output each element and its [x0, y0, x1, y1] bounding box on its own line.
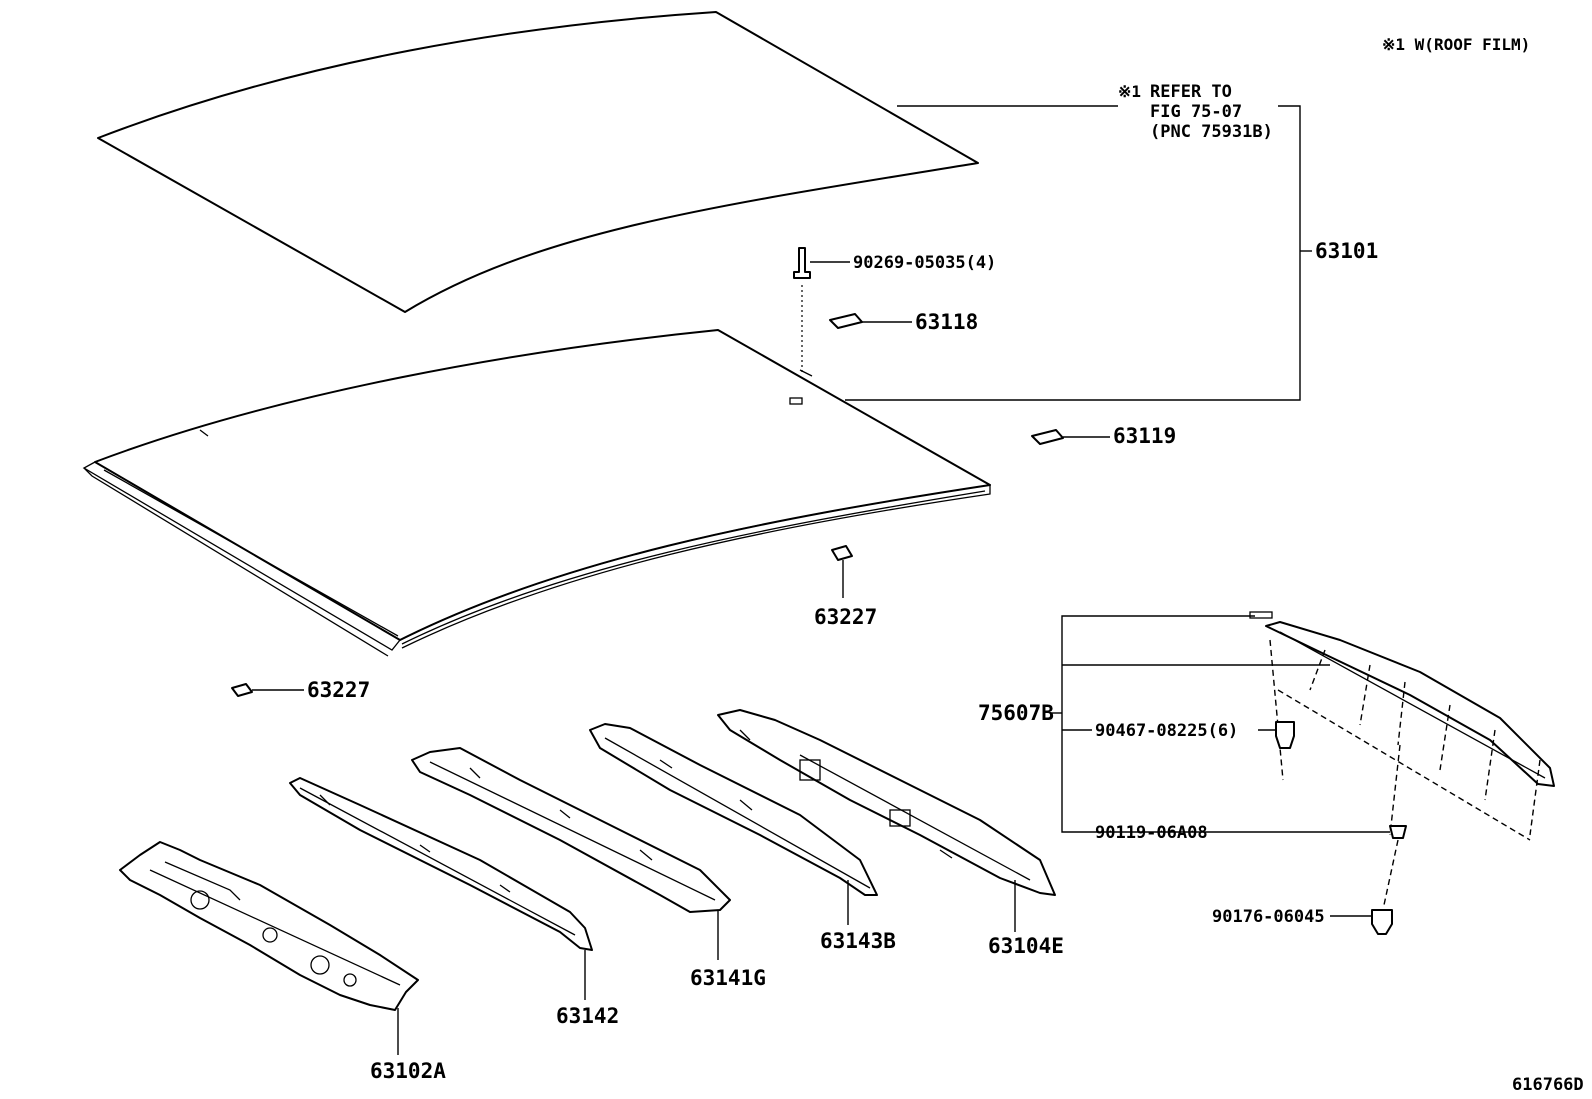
bow-63142-part[interactable] [289, 777, 593, 1000]
callout-63142: 63142 [556, 1004, 619, 1028]
callout-75607b: 75607B [978, 701, 1054, 725]
callout-90176: 90176-06045 [1212, 907, 1325, 927]
clip-63118-part[interactable] [829, 313, 912, 329]
leader-75607b [1050, 611, 1330, 833]
header-63104e-part[interactable] [717, 709, 1056, 932]
refer-note-line2: FIG 75-07 [1150, 102, 1242, 122]
clip-63227-left-part[interactable] [231, 683, 304, 697]
callout-63143b: 63143B [820, 929, 896, 953]
panel-63102a-part[interactable] [119, 841, 419, 1055]
figure-id: 616766D [1512, 1075, 1584, 1095]
refer-note-mark: ※1 [1118, 82, 1141, 101]
callout-63119: 63119 [1113, 424, 1176, 448]
leader-63101 [845, 105, 1312, 401]
molding-75607b-part[interactable] [1265, 621, 1555, 841]
clip-63227-center-part[interactable] [831, 545, 853, 598]
roof-film-note: ※1 W(ROOF FILM) [1382, 35, 1530, 54]
callout-63101: 63101 [1315, 239, 1378, 263]
callout-63118: 63118 [915, 310, 978, 334]
callout-63141g: 63141G [690, 966, 766, 990]
clip-63119-part[interactable] [1031, 429, 1110, 445]
clip-90176-part[interactable] [1330, 909, 1393, 935]
bow-63141g-part[interactable] [411, 747, 731, 960]
refer-note: ※1 REFER TO FIG 75-07 (PNC 75931B) [1118, 82, 1273, 142]
callout-90269: 90269-05035(4) [853, 253, 996, 273]
callout-63102a: 63102A [370, 1059, 446, 1083]
roof-film-part[interactable] [97, 11, 979, 313]
callout-63104e: 63104E [988, 934, 1064, 958]
callout-63227-center: 63227 [814, 605, 877, 629]
bow-63143b-part[interactable] [589, 723, 878, 925]
refer-note-line3: (PNC 75931B) [1150, 122, 1273, 142]
roof-panel-part[interactable] [82, 329, 991, 657]
clip-90467-part[interactable] [1258, 721, 1295, 749]
callout-63227-left: 63227 [307, 678, 370, 702]
refer-note-line1: REFER TO [1150, 82, 1232, 102]
clip-90119-part[interactable] [1208, 825, 1407, 906]
callout-90119: 90119-06A08 [1095, 823, 1208, 843]
pin-90269-part[interactable] [793, 247, 850, 279]
callout-90467: 90467-08225(6) [1095, 721, 1238, 741]
